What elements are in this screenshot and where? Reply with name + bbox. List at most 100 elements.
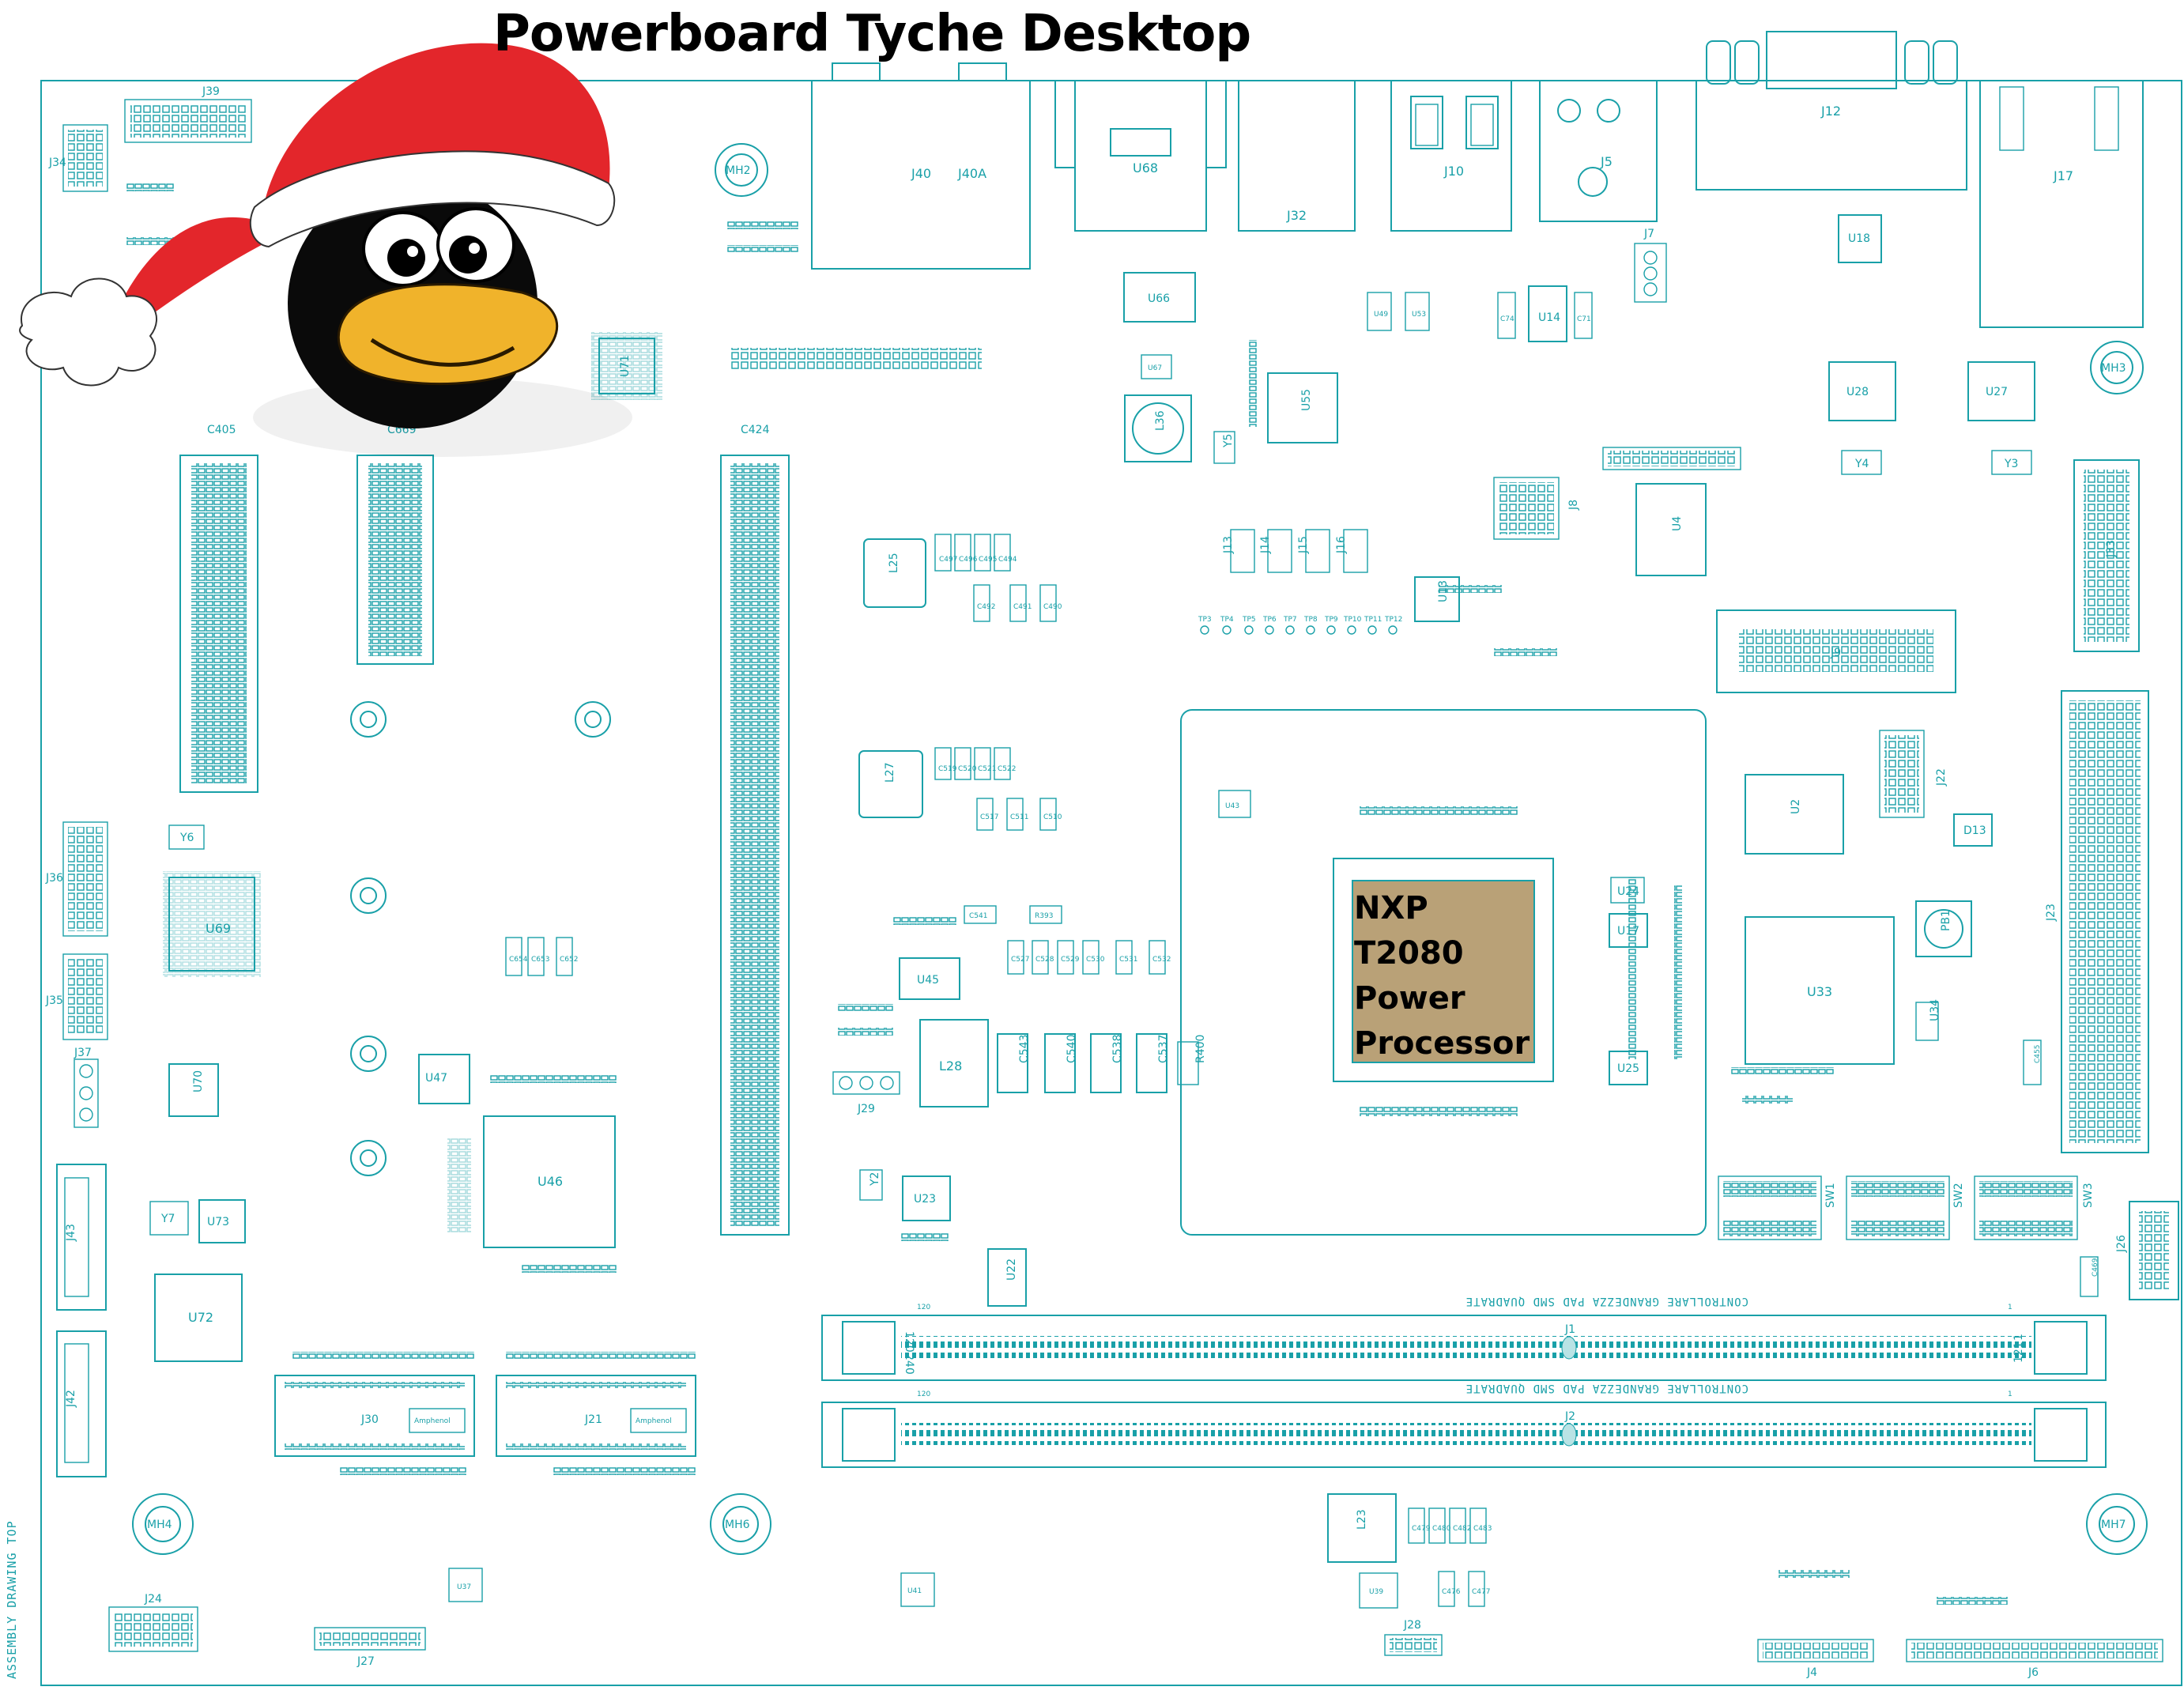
tux-penguin-mascot <box>19 43 632 457</box>
svg-text:TP6: TP6 <box>1262 616 1277 624</box>
svg-text:J43: J43 <box>65 1224 77 1242</box>
y3-crystal: Y3 <box>1991 450 2032 475</box>
j12-serial-connector: J12 <box>1696 31 1967 191</box>
svg-text:C497: C497 <box>939 556 957 564</box>
svg-text:J40A: J40A <box>957 166 986 181</box>
svg-text:C491: C491 <box>1013 603 1032 611</box>
svg-text:U43: U43 <box>1225 802 1239 810</box>
svg-text:C541: C541 <box>969 912 987 920</box>
j29-header: J29 <box>832 1071 900 1115</box>
header-row-top <box>1602 447 1741 470</box>
svg-text:C537: C537 <box>1157 1035 1170 1064</box>
svg-text:U72: U72 <box>188 1310 213 1325</box>
svg-text:C490: C490 <box>1043 603 1062 611</box>
j22-header: J22 <box>1879 730 1948 818</box>
svg-text:J16: J16 <box>1335 536 1348 554</box>
svg-text:C517: C517 <box>980 813 998 821</box>
u34-chip: U34 <box>1915 999 1941 1041</box>
j39-header: J39 <box>124 85 252 143</box>
svg-text:TP7: TP7 <box>1283 616 1297 624</box>
u23-chip: U23 <box>902 1175 951 1221</box>
svg-text:U67: U67 <box>1148 364 1162 372</box>
svg-text:TP11: TP11 <box>1364 616 1382 624</box>
svg-text:U23: U23 <box>914 1193 936 1206</box>
y7-crystal: Y7 <box>149 1201 189 1236</box>
c469-capacitor: C469 <box>2080 1256 2099 1297</box>
dip-switch-sw2: SW2 <box>1846 1175 1965 1240</box>
svg-text:C521: C521 <box>978 765 996 773</box>
j43-connector: J43 <box>56 1164 107 1311</box>
processor-label-line3: Processor <box>1354 1025 1530 1062</box>
beak-icon <box>337 283 559 386</box>
j9-header: J9 <box>1716 609 1956 693</box>
j30-m2-connector: J30 Amphenol <box>274 1375 475 1457</box>
svg-text:Amphenol: Amphenol <box>414 1417 451 1425</box>
svg-text:MH7: MH7 <box>2101 1519 2126 1531</box>
j8-header: J8 <box>1493 477 1580 540</box>
capacitor-row-c527: C527 C528 C529 C530 C531 C532 <box>1007 940 1171 975</box>
svg-text:C653: C653 <box>531 956 549 964</box>
svg-text:U2: U2 <box>1790 799 1802 814</box>
c541-r393: C541 R393 <box>964 905 1062 924</box>
assembly-drawing-label: ASSEMBLY DRAWING TOP <box>5 1520 19 1679</box>
capacitor-bank-c494: C497 C496 C495 C494 C492 C491 C490 <box>934 534 1062 622</box>
j36-header: J36 <box>45 821 108 937</box>
j17-ethernet-connector: J17 <box>1979 80 2144 328</box>
svg-text:R393: R393 <box>1035 912 1053 920</box>
svg-text:U28: U28 <box>1846 386 1869 398</box>
svg-text:MH3: MH3 <box>2101 362 2126 375</box>
j33-connector: J33 <box>2073 459 2140 652</box>
y6-crystal: Y6 <box>168 824 205 850</box>
svg-text:U70: U70 <box>192 1070 205 1092</box>
svg-text:U27: U27 <box>1986 386 2008 398</box>
pcie-slot-c424: C424 <box>720 424 790 1236</box>
u14-chip: U14 C74 C71 <box>1497 285 1593 342</box>
svg-text:U41: U41 <box>907 1587 922 1595</box>
j21-m2-connector: J21 Amphenol <box>496 1375 696 1457</box>
svg-text:Y2: Y2 <box>869 1172 881 1187</box>
svg-text:120: 120 <box>917 1304 930 1311</box>
u39-chip: U39 <box>1359 1572 1398 1609</box>
l36-inductor: L36 <box>1124 394 1192 462</box>
svg-text:C520: C520 <box>958 765 977 773</box>
y4-crystal: Y4 <box>1841 450 1882 475</box>
svg-text:J37: J37 <box>74 1047 92 1059</box>
svg-text:U25: U25 <box>1617 1062 1639 1075</box>
svg-text:U37: U37 <box>457 1583 471 1591</box>
svg-text:C531: C531 <box>1119 956 1137 964</box>
j32-connector: J32 <box>1238 80 1356 232</box>
svg-text:J9: J9 <box>1830 647 1841 659</box>
c455-capacitor: C455 <box>2023 1040 2042 1085</box>
svg-text:C538: C538 <box>1111 1035 1124 1064</box>
u13-chip: U13 <box>1414 576 1460 622</box>
mounting-hole-mh6: MH6 <box>710 1493 771 1555</box>
svg-text:TP9: TP9 <box>1324 616 1338 624</box>
j6-header: J6 <box>1906 1639 2163 1679</box>
processor-label: NXP T2080 Power Processor <box>1354 886 1530 1066</box>
svg-text:Y4: Y4 <box>1854 458 1869 470</box>
j26-connector: J26 <box>2115 1201 2179 1300</box>
dimm-slot-j1: CONTROLLARE GRANDEZZA PAD SMD QUADRATE J… <box>821 1295 2107 1381</box>
svg-text:J22: J22 <box>1935 768 1948 787</box>
svg-text:120: 120 <box>917 1390 930 1398</box>
pcie-slot-c669: C669 <box>356 424 434 665</box>
svg-text:J1: J1 <box>1564 1323 1575 1336</box>
svg-text:TP10: TP10 <box>1343 616 1362 624</box>
small-passives <box>126 183 2008 1605</box>
svg-text:Y5: Y5 <box>1222 434 1235 448</box>
svg-text:C483: C483 <box>1473 1525 1492 1533</box>
svg-text:120: 120 <box>903 1331 915 1353</box>
svg-text:C476: C476 <box>1442 1588 1461 1596</box>
svg-text:J40: J40 <box>911 166 931 181</box>
j28-header: J28 <box>1384 1619 1443 1656</box>
u2-chip: U2 <box>1745 774 1844 855</box>
svg-text:J34: J34 <box>48 157 66 169</box>
svg-text:MH4: MH4 <box>147 1519 172 1531</box>
j37-header: J37 <box>74 1047 99 1128</box>
capacitor-row-c479: C479 C480 C482 C483 C476 C477 <box>1408 1507 1492 1607</box>
cpu-socket-outline <box>1180 709 1707 1236</box>
svg-text:L27: L27 <box>884 762 896 783</box>
svg-text:J29: J29 <box>857 1103 875 1115</box>
capacitor-bank-c519: C519 C520 C521 C522 C517 C511 C510 <box>934 747 1062 831</box>
